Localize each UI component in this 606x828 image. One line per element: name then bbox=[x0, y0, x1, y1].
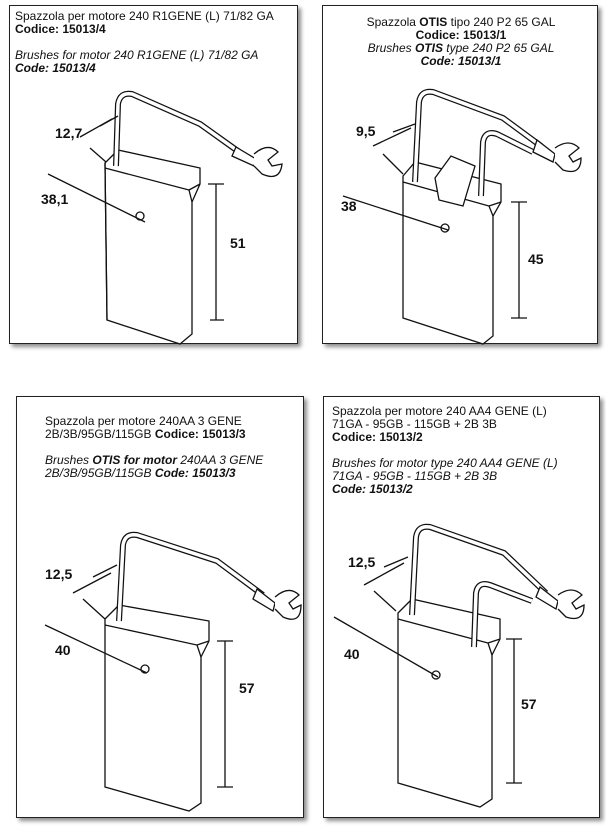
english-name: Brushes OTIS type 240 P2 65 GAL bbox=[367, 41, 555, 55]
italian-name-line2: 2B/3B/95GB/115GB Codice: 15013/3 bbox=[45, 427, 246, 441]
brush-drawing: 9,5 38 45 bbox=[341, 88, 582, 345]
dim-width: 12,7 bbox=[55, 125, 82, 141]
brush-drawing: 12,5 40 57 bbox=[333, 523, 585, 808]
italian-code: Codice: 15013/4 bbox=[15, 22, 106, 36]
dim-depth: 40 bbox=[344, 646, 360, 662]
dim-depth: 38,1 bbox=[41, 191, 68, 207]
english-name: Brushes OTIS for motor 240AA 3 GENE bbox=[45, 453, 264, 467]
italian-name: Spazzola per motore 240 AA4 GENE (L) bbox=[332, 404, 547, 418]
brush-drawing: 12,7 38,1 51 bbox=[41, 90, 283, 345]
italian-name: Spazzola per motore 240AA 3 GENE bbox=[45, 414, 242, 428]
card-description: Spazzola OTIS tipo 240 P2 65 GAL Codice:… bbox=[327, 16, 595, 68]
dim-height: 57 bbox=[521, 696, 537, 712]
italian-name: Spazzola OTIS tipo 240 P2 65 GAL bbox=[366, 15, 556, 29]
dim-width: 12,5 bbox=[45, 566, 72, 582]
card-description: Spazzola per motore 240 R1GENE (L) 71/82… bbox=[15, 10, 295, 75]
product-card-15013-3: Spazzola per motore 240AA 3 GENE 2B/3B/9… bbox=[16, 396, 304, 818]
dim-height: 57 bbox=[239, 680, 255, 696]
english-code: Code: 15013/2 bbox=[332, 482, 413, 496]
dim-depth: 40 bbox=[55, 642, 71, 658]
card-description: Spazzola per motore 240AA 3 GENE 2B/3B/9… bbox=[45, 415, 303, 480]
english-name-line2: 71GA - 95GB - 115GB + 2B 3B bbox=[332, 469, 498, 483]
dim-width: 12,5 bbox=[348, 554, 375, 570]
english-code: Code: 15013/1 bbox=[420, 54, 502, 68]
italian-code: Codice: 15013/2 bbox=[332, 430, 423, 444]
italian-name-line2: 71GA - 95GB - 115GB + 2B 3B bbox=[332, 417, 497, 431]
dim-height: 51 bbox=[230, 235, 246, 251]
dim-depth: 38 bbox=[341, 198, 357, 214]
italian-name: Spazzola per motore 240 R1GENE (L) 71/82… bbox=[15, 9, 274, 23]
dim-width: 9,5 bbox=[356, 123, 376, 139]
english-name-line2: 2B/3B/95GB/115GB Code: 15013/3 bbox=[45, 466, 236, 480]
english-name: Brushes for motor 240 R1GENE (L) 71/82 G… bbox=[15, 48, 259, 62]
english-code: Code: 15013/4 bbox=[15, 61, 96, 75]
english-name: Brushes for motor type 240 AA4 GENE (L) bbox=[332, 456, 558, 470]
brush-drawing: 12,5 40 57 bbox=[44, 531, 302, 812]
product-card-15013-2: Spazzola per motore 240 AA4 GENE (L) 71G… bbox=[323, 396, 600, 818]
italian-code: Codice: 15013/1 bbox=[415, 28, 507, 42]
dim-height: 45 bbox=[528, 251, 544, 267]
card-description: Spazzola per motore 240 AA4 GENE (L) 71G… bbox=[332, 405, 598, 496]
product-card-15013-4: Spazzola per motore 240 R1GENE (L) 71/82… bbox=[9, 5, 298, 345]
product-card-15013-1: Spazzola OTIS tipo 240 P2 65 GAL Codice:… bbox=[322, 5, 598, 345]
